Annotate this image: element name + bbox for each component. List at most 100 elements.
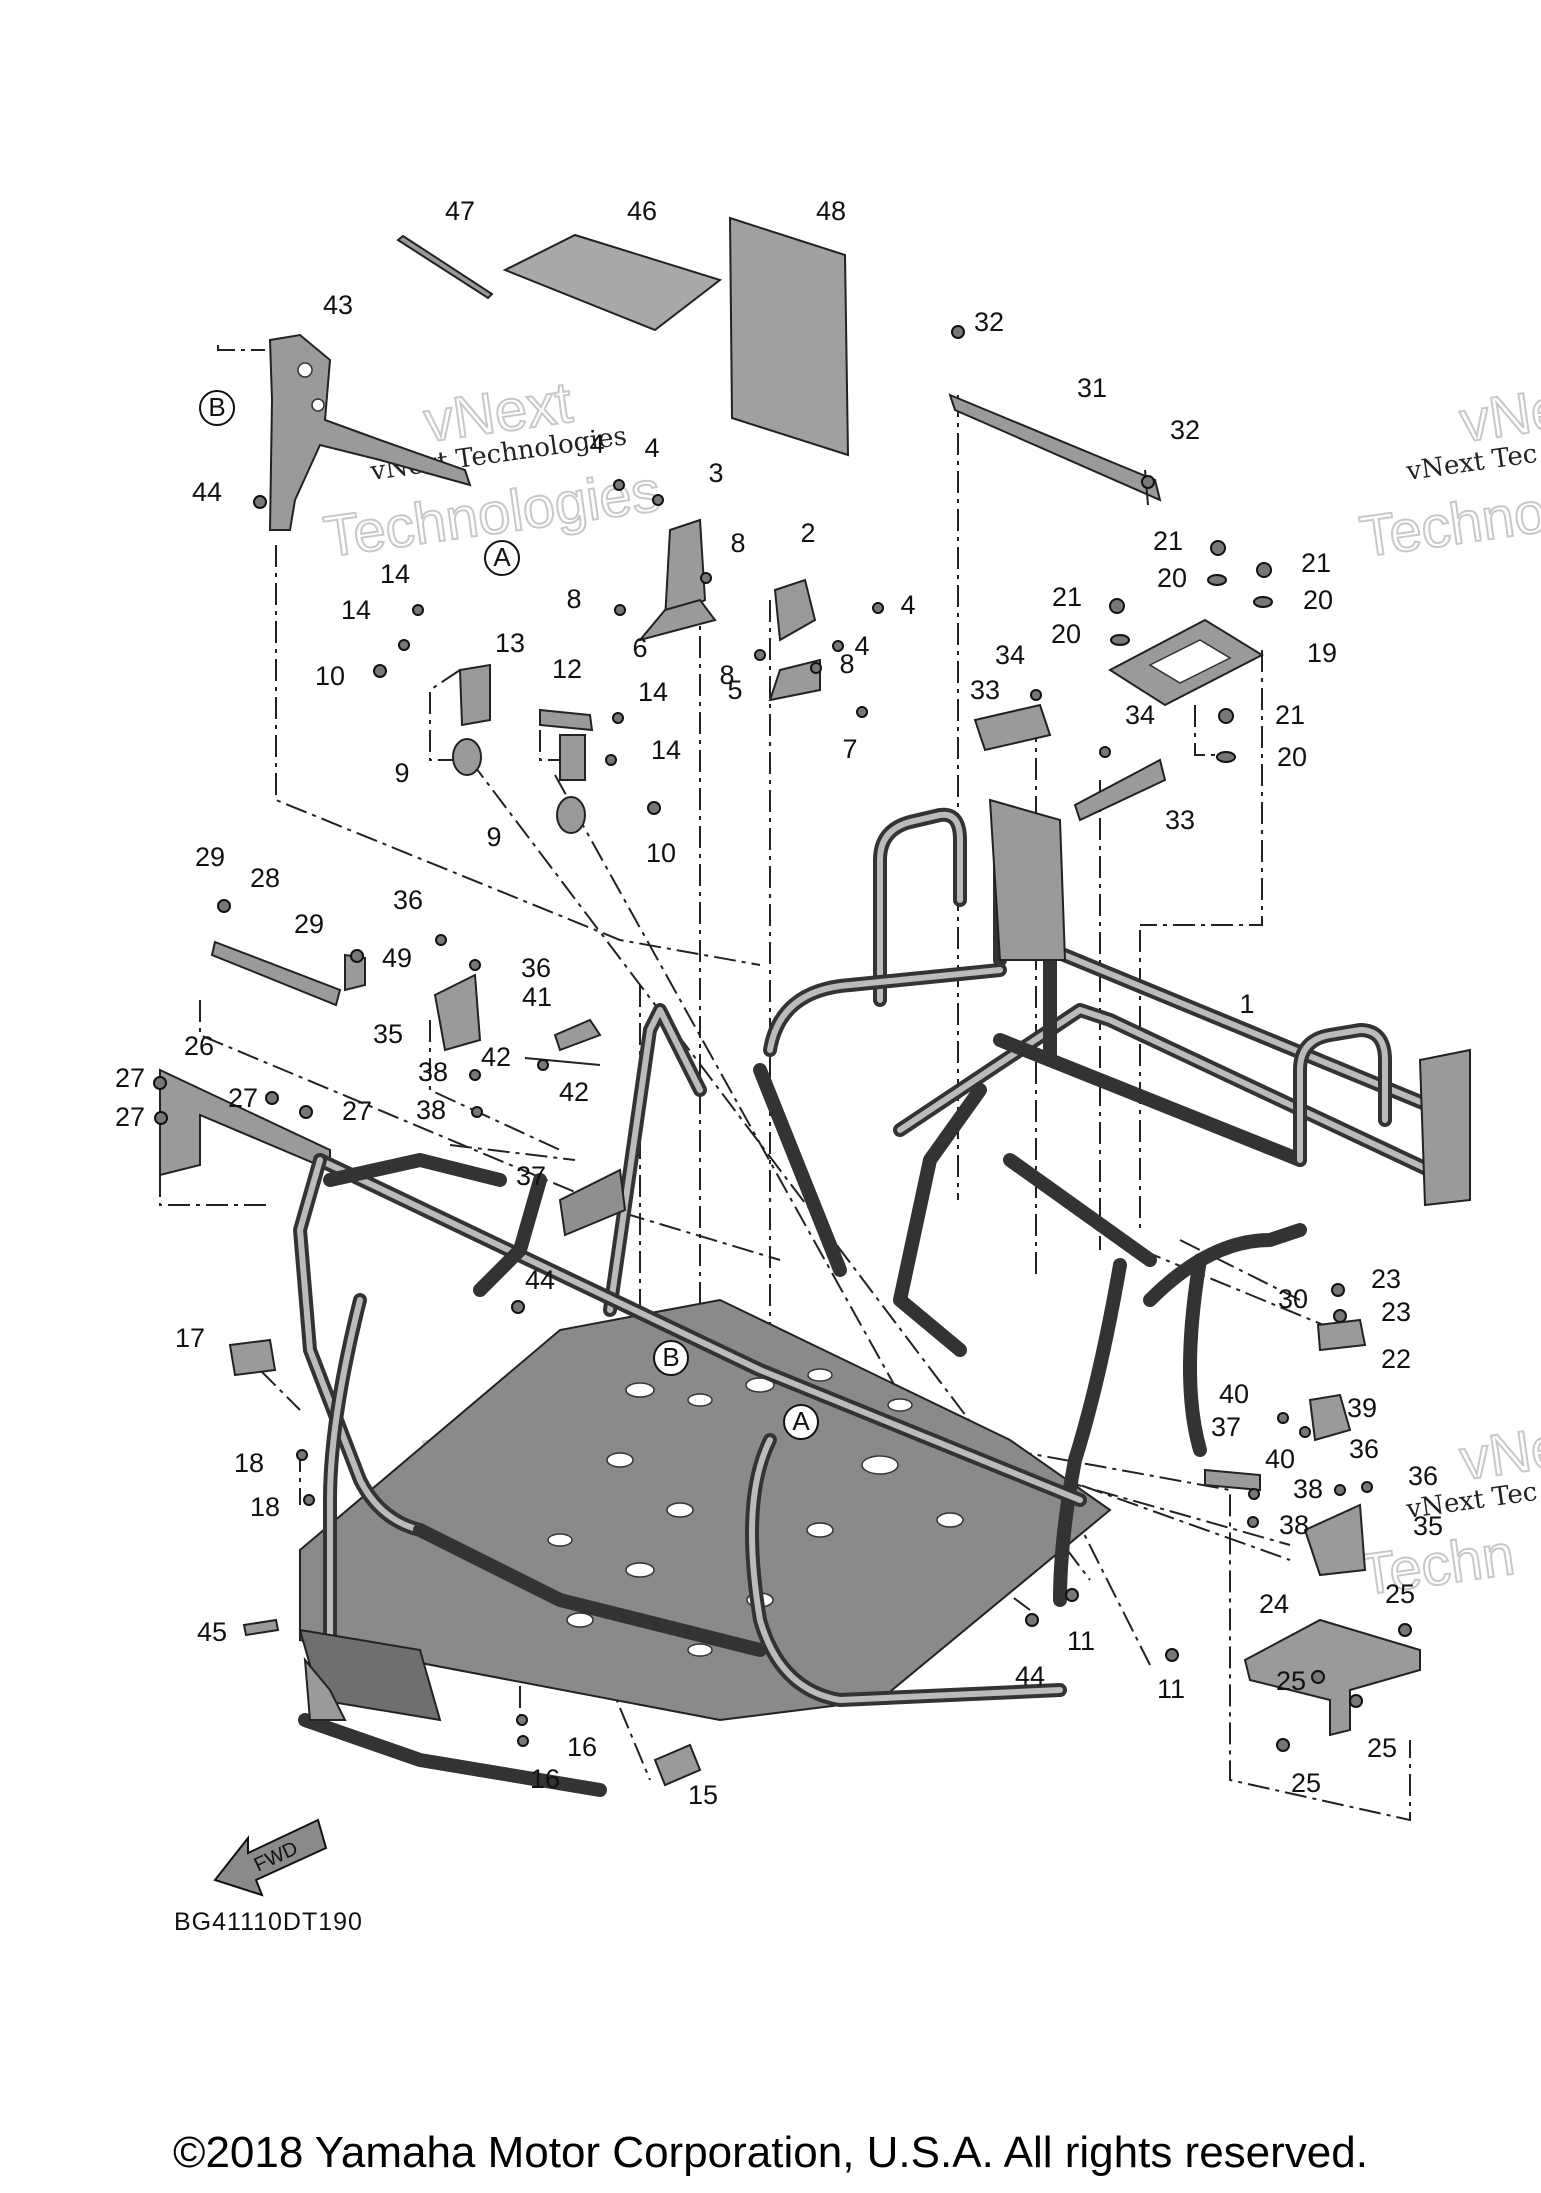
fwd-arrow-icon: FWD [213, 1818, 328, 1897]
callout-49: 49 [382, 943, 412, 973]
reference-letter: A [792, 1406, 810, 1436]
copyright-notice: ©2018 Yamaha Motor Corporation, U.S.A. A… [173, 2128, 1368, 2177]
callout-28: 28 [250, 863, 280, 893]
callout-36: 36 [393, 885, 423, 915]
reference-marker-b: B [199, 390, 235, 426]
callout-2: 2 [800, 518, 815, 548]
callout-7: 7 [842, 734, 857, 764]
callout-25: 25 [1367, 1733, 1397, 1763]
callout-8: 8 [719, 660, 734, 690]
callout-42: 42 [559, 1077, 589, 1107]
callout-33: 33 [970, 675, 1000, 705]
callout-31: 31 [1077, 373, 1107, 403]
callout-17: 17 [175, 1323, 205, 1353]
callout-48: 48 [816, 196, 846, 226]
callout-18: 18 [234, 1448, 264, 1478]
callout-44: 44 [525, 1265, 555, 1295]
callout-32: 32 [974, 307, 1004, 337]
callout-21: 21 [1052, 582, 1082, 612]
callout-38: 38 [418, 1057, 448, 1087]
part-35-brackets [433, 973, 1367, 1577]
callout-21: 21 [1153, 526, 1183, 556]
callout-34: 34 [1125, 700, 1155, 730]
part-47-rod [396, 234, 494, 300]
callout-13: 13 [495, 628, 525, 658]
part-46-panel [502, 233, 723, 332]
callout-6: 6 [632, 633, 647, 663]
callout-35: 35 [373, 1019, 403, 1049]
callout-34: 34 [995, 640, 1025, 670]
part-43-bracket [268, 333, 472, 531]
callout-33: 33 [1165, 805, 1195, 835]
reference-letter: A [493, 542, 511, 572]
callout-22: 22 [1381, 1344, 1411, 1374]
callout-37: 37 [1211, 1412, 1241, 1442]
part-31-bar [948, 393, 1162, 506]
callout-12: 12 [552, 654, 582, 684]
callout-14: 14 [638, 677, 668, 707]
callout-32: 32 [1170, 415, 1200, 445]
callout-44: 44 [192, 477, 222, 507]
callout-39: 39 [1347, 1393, 1377, 1423]
callout-36: 36 [1349, 1434, 1379, 1464]
callout-19: 19 [1307, 638, 1337, 668]
part-33-brackets [973, 703, 1167, 822]
callout-10: 10 [315, 661, 345, 691]
callout-44: 44 [1015, 1661, 1045, 1691]
callout-20: 20 [1051, 619, 1081, 649]
part-19-plate [1108, 618, 1265, 707]
callout-20: 20 [1303, 585, 1333, 615]
callout-8: 8 [839, 649, 854, 679]
callout-27: 27 [228, 1083, 258, 1113]
callout-14: 14 [341, 595, 371, 625]
callout-24: 24 [1259, 1589, 1289, 1619]
callout-14: 14 [651, 735, 681, 765]
callout-4: 4 [900, 590, 915, 620]
callout-29: 29 [195, 842, 225, 872]
reference-marker-a: A [783, 1404, 819, 1440]
callout-3: 3 [708, 458, 723, 488]
callout-30: 30 [1278, 1284, 1308, 1314]
diagram-code: BG41110DT190 [174, 1908, 363, 1936]
part-48-panel [728, 216, 850, 457]
callout-9: 9 [394, 758, 409, 788]
callout-25: 25 [1291, 1768, 1321, 1798]
callout-42: 42 [481, 1042, 511, 1072]
upper-brackets [637, 518, 821, 702]
callout-47: 47 [445, 196, 475, 226]
callout-37: 37 [516, 1161, 546, 1191]
callout-15: 15 [688, 1780, 718, 1810]
callout-25: 25 [1276, 1666, 1306, 1696]
callout-21: 21 [1301, 548, 1331, 578]
callout-4: 4 [854, 631, 869, 661]
callout-21: 21 [1275, 700, 1305, 730]
callout-14: 14 [380, 559, 410, 589]
callout-41: 41 [522, 982, 552, 1012]
callout-23: 23 [1381, 1297, 1411, 1327]
callout-26: 26 [184, 1031, 214, 1061]
callout-40: 40 [1265, 1444, 1295, 1474]
part-1-main-frame [293, 798, 1471, 1797]
part-28-bar [210, 940, 366, 1007]
callout-36: 36 [521, 953, 551, 983]
callout-38: 38 [1279, 1510, 1309, 1540]
watermark-big-line: Techno [1356, 479, 1541, 569]
callout-38: 38 [1293, 1474, 1323, 1504]
fasteners [153, 325, 1412, 1787]
callout-10: 10 [646, 838, 676, 868]
callout-27: 27 [115, 1063, 145, 1093]
part-26-bracket [159, 1068, 331, 1177]
callout-4: 4 [644, 433, 659, 463]
callout-23: 23 [1371, 1264, 1401, 1294]
callout-36: 36 [1408, 1461, 1438, 1491]
callout-16: 16 [567, 1732, 597, 1762]
callout-11: 11 [1157, 1674, 1185, 1704]
part-24-bracket [1243, 1618, 1421, 1737]
callout-25: 25 [1385, 1579, 1415, 1609]
callout-4: 4 [589, 429, 604, 459]
